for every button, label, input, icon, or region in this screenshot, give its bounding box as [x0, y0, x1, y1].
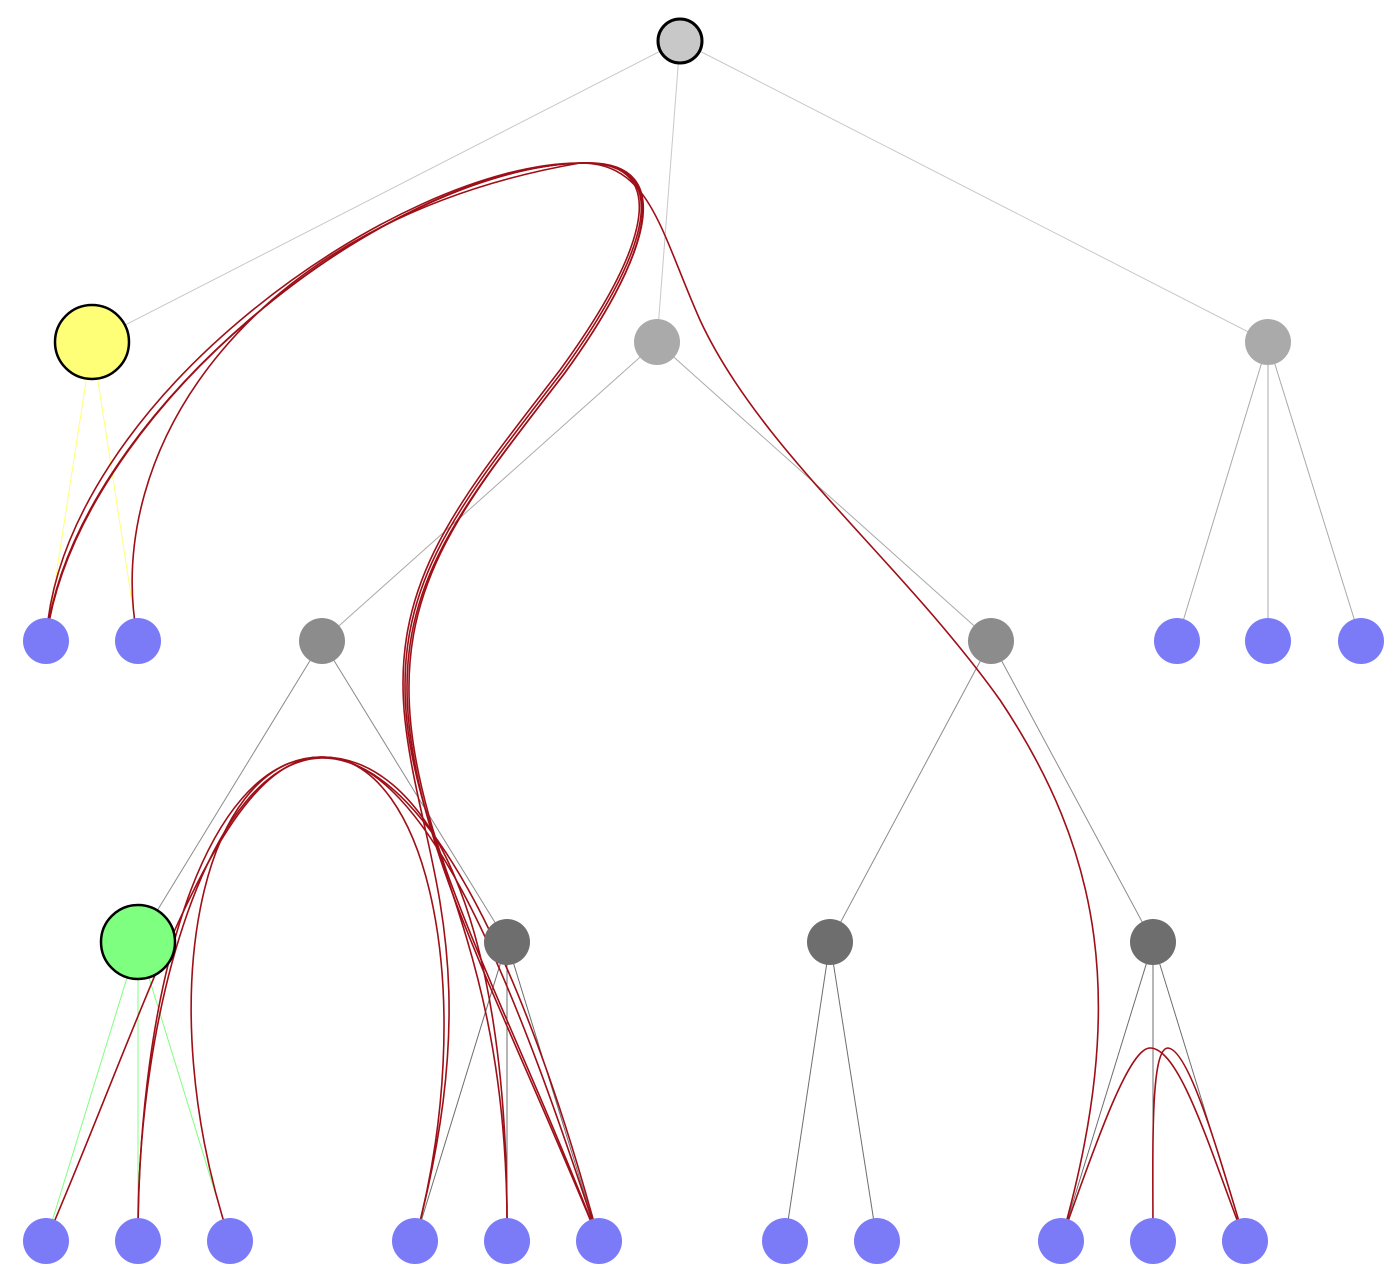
edge [679, 40, 1269, 343]
leaf-node[interactable] [1222, 1218, 1268, 1264]
bundle-edge [137, 757, 600, 1242]
bundle-edge [45, 162, 1100, 1242]
highlighted-node-green[interactable] [99, 903, 177, 981]
edge [784, 941, 831, 1242]
edge [656, 40, 681, 343]
internal-node[interactable] [807, 919, 853, 965]
leaf-node[interactable] [1130, 1218, 1176, 1264]
edge [1060, 941, 1154, 1242]
internal-node[interactable] [484, 919, 530, 965]
bundle-edge [1152, 1047, 1246, 1242]
leaf-node[interactable] [762, 1218, 808, 1264]
bundle-edge [1060, 1047, 1246, 1242]
edge [321, 341, 658, 642]
internal-node[interactable] [634, 319, 680, 365]
bundle-edge [45, 162, 643, 1242]
edge [506, 941, 600, 1242]
leaf-node[interactable] [854, 1218, 900, 1264]
edge [91, 341, 139, 642]
leaf-node[interactable] [1038, 1218, 1084, 1264]
internal-node[interactable] [299, 618, 345, 664]
leaf-node[interactable] [392, 1218, 438, 1264]
edge [137, 640, 323, 943]
root-node[interactable] [656, 17, 704, 65]
edge [829, 640, 992, 943]
edge [990, 640, 1154, 943]
leaf-node[interactable] [1245, 618, 1291, 664]
edge [1176, 341, 1269, 642]
edge [45, 941, 139, 1242]
leaf-node[interactable] [115, 1218, 161, 1264]
bundle-edge [131, 162, 644, 1242]
leaf-node[interactable] [1338, 618, 1384, 664]
edge [1267, 341, 1362, 642]
internal-node[interactable] [1130, 919, 1176, 965]
leaf-node[interactable] [576, 1218, 622, 1264]
edge [321, 640, 508, 943]
edge [91, 40, 681, 343]
leaf-node[interactable] [1154, 618, 1200, 664]
leaf-node[interactable] [484, 1218, 530, 1264]
leaf-node[interactable] [115, 618, 161, 664]
edge [829, 941, 878, 1242]
internal-node[interactable] [968, 618, 1014, 664]
bundle-edge [45, 756, 445, 1242]
bundle-edge [190, 756, 508, 1242]
bundle-edge [45, 162, 645, 1242]
internal-node[interactable] [1245, 319, 1291, 365]
bundled-edges [45, 162, 1246, 1242]
leaf-node[interactable] [23, 1218, 69, 1264]
leaf-node[interactable] [207, 1218, 253, 1264]
highlighted-node-yellow[interactable] [53, 303, 131, 381]
leaf-node[interactable] [23, 618, 69, 664]
tree-edges [45, 40, 1362, 1242]
edge [656, 341, 992, 642]
tree-nodes [23, 17, 1384, 1264]
